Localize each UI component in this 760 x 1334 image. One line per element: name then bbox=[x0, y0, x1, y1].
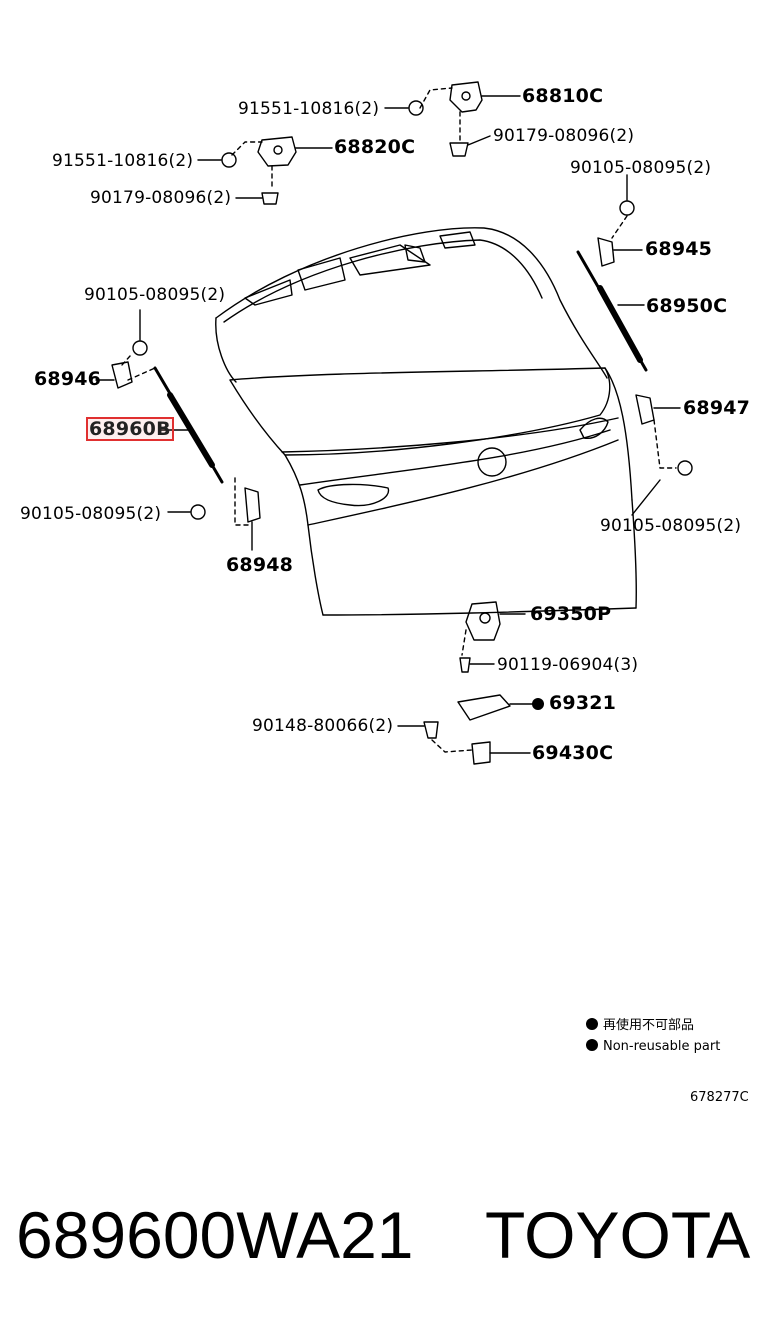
label-91551-top[interactable]: 91551-10816(2) bbox=[238, 99, 380, 119]
hinge-68810C bbox=[384, 81, 521, 157]
legend-text-english: Non-reusable part bbox=[603, 1039, 721, 1054]
label-90105-bottom-left[interactable]: 90105-08095(2) bbox=[20, 504, 162, 524]
footer-brand: TOYOTA bbox=[485, 1198, 751, 1272]
label-90179-right[interactable]: 90179-08096(2) bbox=[493, 126, 635, 146]
label-68820C[interactable]: 68820C bbox=[334, 136, 416, 158]
label-69321[interactable]: 69321 bbox=[532, 693, 616, 713]
label-90179-left[interactable]: 90179-08096(2) bbox=[90, 188, 232, 208]
label-69430C[interactable]: 69430C bbox=[532, 742, 614, 764]
legend-line-english: Non-reusable part bbox=[586, 1039, 720, 1055]
clip-69430C bbox=[397, 721, 531, 765]
legend-line-japanese: 再使用不可部品 bbox=[586, 1018, 694, 1034]
label-68948[interactable]: 68948 bbox=[226, 554, 294, 576]
label-69350P[interactable]: 69350P bbox=[530, 603, 612, 625]
label-68946[interactable]: 68946 bbox=[34, 368, 102, 390]
label-68950C[interactable]: 68950C bbox=[646, 295, 728, 317]
latch-69350P bbox=[459, 601, 526, 673]
label-90148[interactable]: 90148-80066(2) bbox=[252, 716, 394, 736]
illustration-id: 678277C bbox=[690, 1090, 749, 1105]
back-door-panel bbox=[215, 227, 637, 616]
label-69321-text: 69321 bbox=[549, 692, 617, 714]
label-90105-bottom-right[interactable]: 90105-08095(2) bbox=[600, 516, 742, 536]
label-90119[interactable]: 90119-06904(3) bbox=[497, 655, 639, 675]
footer-part-number: 689600WA21 bbox=[16, 1198, 414, 1272]
legend-dot-icon bbox=[586, 1039, 598, 1051]
strut-right-68950C bbox=[576, 174, 693, 516]
non-reusable-dot-icon bbox=[532, 698, 544, 710]
legend-text-japanese: 再使用不可部品 bbox=[603, 1018, 695, 1033]
label-68810C[interactable]: 68810C bbox=[522, 85, 604, 107]
label-91551-left[interactable]: 91551-10816(2) bbox=[52, 151, 194, 171]
label-68945[interactable]: 68945 bbox=[645, 238, 713, 260]
label-68960B-highlighted[interactable]: 68960B bbox=[86, 417, 174, 441]
strut-left-68960B bbox=[95, 309, 261, 551]
label-68947[interactable]: 68947 bbox=[683, 397, 751, 419]
handle-69321 bbox=[457, 694, 533, 721]
label-90105-top-right[interactable]: 90105-08095(2) bbox=[570, 158, 712, 178]
label-90105-top-left[interactable]: 90105-08095(2) bbox=[84, 285, 226, 305]
legend-dot-icon bbox=[586, 1018, 598, 1030]
hinge-68820C bbox=[197, 136, 333, 205]
